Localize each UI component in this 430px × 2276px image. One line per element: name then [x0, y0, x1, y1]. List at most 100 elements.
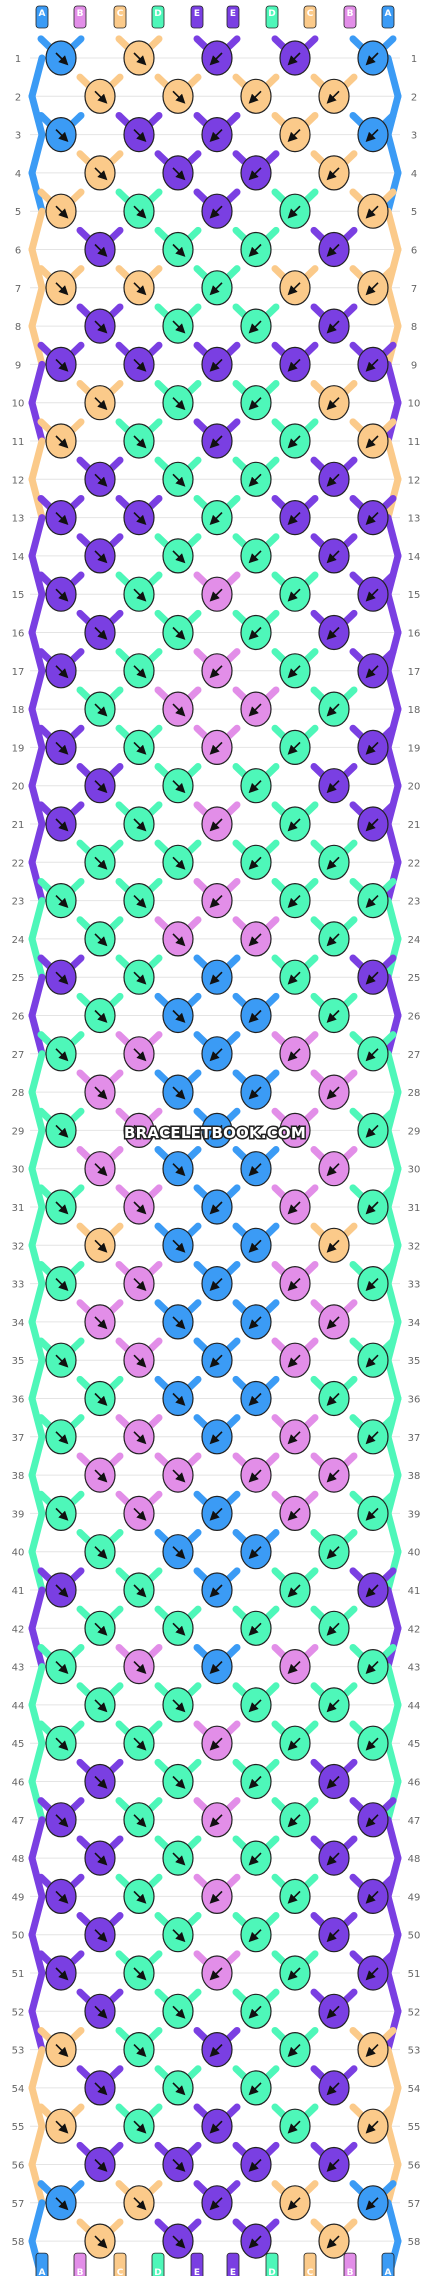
edge-thread — [28, 782, 46, 828]
knot-direction-arrow — [55, 741, 69, 755]
row-number-left: 37 — [12, 1433, 25, 1444]
row-number-left: 27 — [12, 1050, 25, 1061]
knot-direction-arrow — [287, 1967, 301, 1981]
knot-direction-arrow — [94, 1929, 108, 1943]
row-number-left: 22 — [12, 858, 25, 869]
string-letter: B — [77, 9, 84, 19]
knot-direction-arrow — [365, 1814, 379, 1828]
edge-thread — [384, 2046, 402, 2092]
knot-direction-arrow — [365, 282, 379, 296]
edge-thread — [28, 1931, 46, 1977]
string-label-bottom — [303, 2252, 317, 2276]
knot-direction-arrow — [365, 665, 379, 679]
knot-direction-arrow — [326, 550, 340, 564]
edge-thread — [384, 1816, 402, 1862]
row-number-left: 2 — [15, 92, 21, 103]
edge-thread — [28, 2007, 46, 2054]
knot-direction-arrow — [365, 1967, 379, 1981]
watermark-text: BRACELETBOOK.COM — [124, 1124, 306, 1142]
knot-direction-arrow — [55, 1737, 69, 1751]
knot-direction-arrow — [287, 1584, 301, 1598]
row-number-right: 20 — [408, 782, 421, 793]
edge-thread — [28, 705, 46, 751]
string-label-top — [151, 5, 165, 29]
knot-direction-arrow — [172, 780, 186, 794]
knot-direction-arrow — [55, 129, 69, 142]
knot-direction-arrow — [287, 1661, 301, 1674]
edge-thread — [28, 1356, 46, 1402]
knot-direction-arrow — [209, 1661, 223, 1674]
edge-thread — [28, 1241, 46, 1288]
knot-direction-arrow — [365, 741, 379, 755]
knot-direction-arrow — [287, 282, 301, 296]
edge-thread — [28, 1778, 46, 1824]
edge-thread — [28, 2122, 46, 2168]
knot-direction-arrow — [55, 1124, 69, 1138]
knot-direction-arrow — [172, 2158, 186, 2172]
knot-direction-arrow — [248, 933, 262, 947]
row-number-left: 30 — [12, 1165, 25, 1176]
row-number-right: 35 — [408, 1356, 421, 1367]
row-number-right: 40 — [408, 1548, 421, 1559]
row-number-right: 22 — [408, 858, 421, 869]
row-number-left: 23 — [12, 897, 25, 908]
string-label-bottom — [265, 2252, 279, 2276]
knot-direction-arrow — [326, 1009, 340, 1023]
row-number-right: 33 — [408, 1280, 421, 1291]
row-number-left: 33 — [12, 1280, 25, 1291]
edge-thread — [384, 973, 402, 1019]
row-number-right: 19 — [408, 743, 421, 754]
knot-direction-arrow — [248, 1316, 262, 1330]
edge-thread — [28, 131, 46, 177]
string-label-top — [343, 5, 357, 29]
edge-thread — [384, 514, 402, 560]
knot-direction-arrow — [287, 1814, 301, 1828]
knot-direction-arrow — [287, 2120, 301, 2134]
knot-direction-arrow — [365, 1507, 379, 1521]
knot-direction-arrow — [209, 282, 223, 296]
row-number-right: 42 — [408, 1624, 421, 1635]
knot-direction-arrow — [209, 2044, 223, 2057]
string-letter: B — [347, 2268, 354, 2276]
knot-direction-arrow — [94, 1316, 108, 1330]
row-number-left: 1 — [15, 54, 21, 65]
edge-thread — [384, 437, 402, 483]
string-letter: A — [385, 2268, 392, 2276]
row-number-right: 47 — [408, 1816, 421, 1827]
row-number-right: 29 — [408, 1126, 421, 1137]
knot-direction-arrow — [94, 320, 108, 334]
knot-direction-arrow — [172, 703, 186, 717]
knot-direction-arrow — [55, 895, 69, 908]
edge-thread — [28, 858, 46, 905]
edge-thread — [28, 1548, 46, 1594]
knot-direction-arrow — [365, 1201, 379, 1215]
edge-thread — [28, 169, 46, 215]
row-number-left: 8 — [15, 322, 21, 333]
knot-direction-arrow — [55, 512, 69, 525]
edge-thread — [28, 629, 46, 675]
edge-thread — [28, 514, 46, 560]
knot-direction-arrow — [287, 1278, 301, 1291]
edge-thread — [28, 935, 46, 981]
knot-direction-arrow — [94, 397, 108, 411]
knot-direction-arrow — [365, 895, 379, 908]
knot-direction-arrow — [172, 473, 186, 487]
row-number-left: 9 — [15, 360, 21, 371]
string-letter: C — [117, 2268, 124, 2276]
knot-direction-arrow — [94, 1009, 108, 1023]
row-number-left: 34 — [12, 1318, 25, 1329]
edge-thread — [28, 667, 46, 713]
edge-thread — [384, 207, 402, 253]
row-number-right: 43 — [408, 1663, 421, 1674]
knot-direction-arrow — [133, 358, 147, 372]
knot-direction-arrow — [209, 1737, 223, 1751]
knot-direction-arrow — [287, 971, 301, 985]
knot-direction-arrow — [133, 588, 147, 602]
edge-thread — [28, 2199, 46, 2245]
edge-thread — [384, 1050, 402, 1096]
row-number-right: 45 — [408, 1739, 421, 1750]
edge-thread — [28, 1509, 46, 1556]
edge-thread — [28, 1969, 46, 2015]
knot-direction-arrow — [365, 1890, 379, 1904]
string-letter: E — [194, 9, 200, 19]
